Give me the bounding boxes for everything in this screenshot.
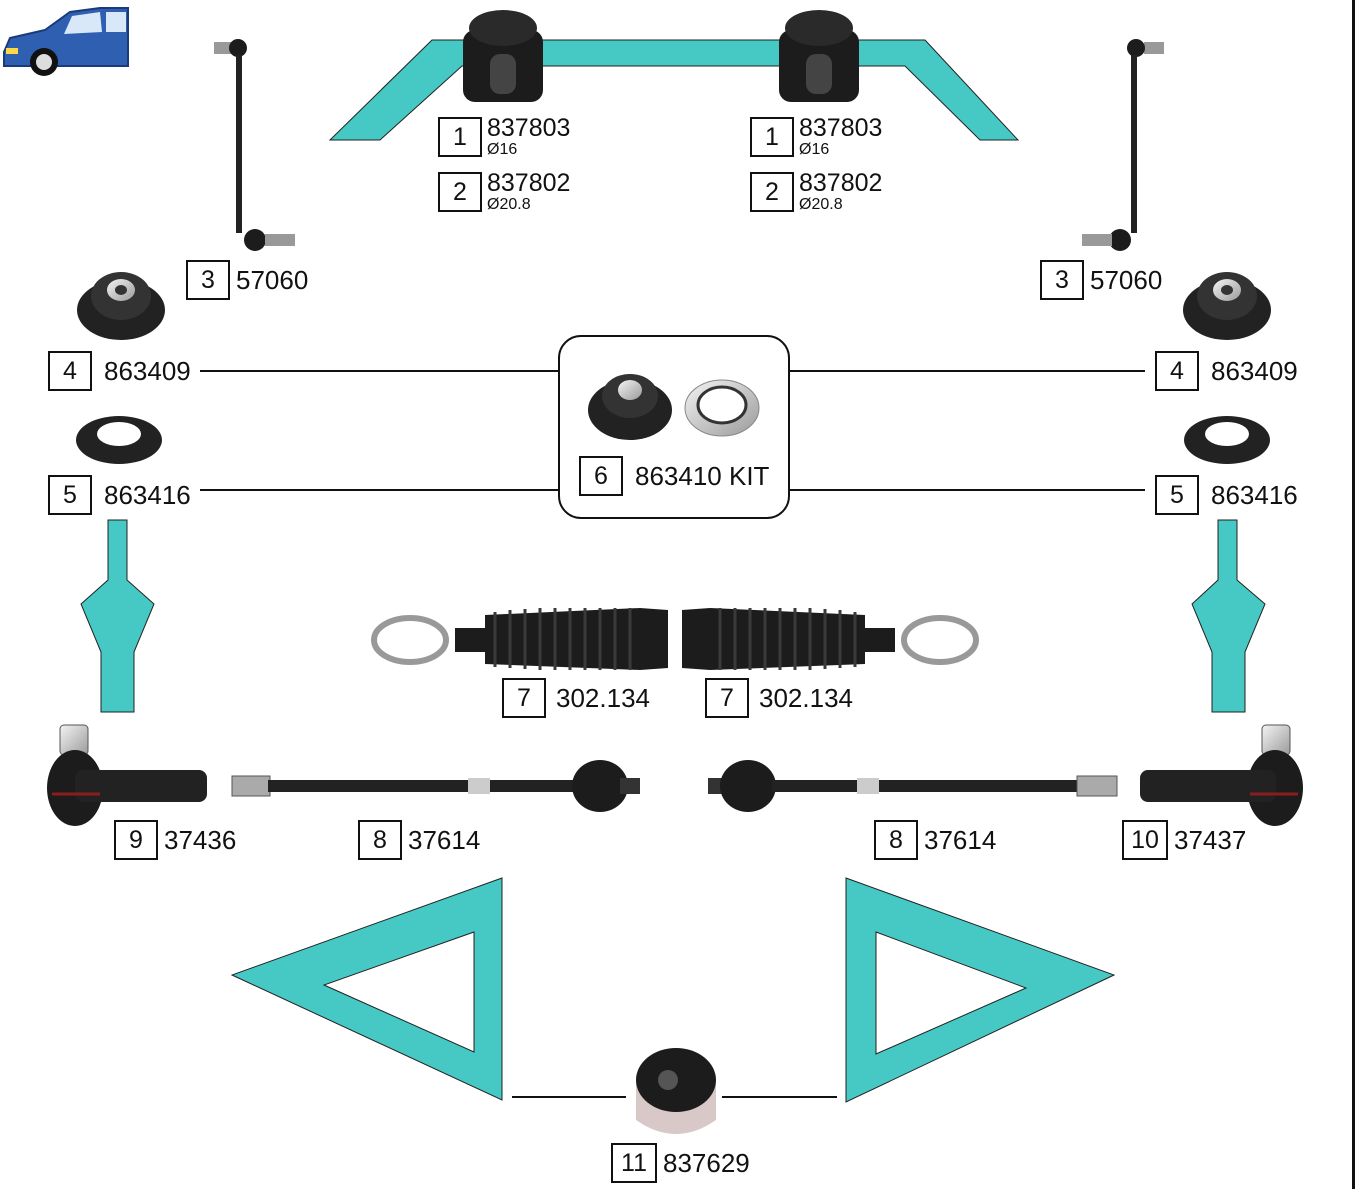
part-size: Ø20.8 bbox=[487, 196, 531, 213]
part-code: 863409 bbox=[1211, 355, 1298, 386]
stabilizer-bushing-right bbox=[779, 10, 859, 102]
label-arm-bushing: 11 837629 bbox=[611, 1143, 750, 1183]
part-code: 302.134 bbox=[759, 682, 853, 713]
part-number-box: 8 bbox=[358, 820, 402, 860]
part-number-box: 9 bbox=[114, 820, 158, 860]
control-arm-right bbox=[845, 877, 1116, 1103]
label-bearing-right: 5 863416 bbox=[1155, 475, 1298, 515]
steering-boot-right bbox=[682, 608, 979, 670]
label-tie-end-right: 10 37437 bbox=[1122, 820, 1246, 860]
part-code: 837803 bbox=[799, 114, 883, 142]
part-number-box: 8 bbox=[874, 820, 918, 860]
part-code: 837803 bbox=[487, 114, 571, 142]
car-icon bbox=[3, 7, 129, 76]
arrow-down-right bbox=[1191, 519, 1266, 713]
label-tie-end-left: 9 37436 bbox=[114, 820, 236, 860]
part-size: Ø20.8 bbox=[799, 196, 843, 213]
part-number-box: 1 bbox=[438, 117, 482, 157]
part-code: 302.134 bbox=[556, 682, 650, 713]
control-arm-left bbox=[230, 877, 503, 1101]
part-number-box: 5 bbox=[1155, 475, 1199, 515]
label-boot-right: 7 302.134 bbox=[705, 678, 853, 718]
label-mount-left: 4 863409 bbox=[48, 351, 191, 391]
label-link-right: 3 57060 bbox=[1040, 260, 1162, 300]
steering-boot-left bbox=[371, 608, 668, 670]
part-number-box: 7 bbox=[502, 678, 546, 718]
tie-rod-end-right bbox=[1140, 724, 1303, 826]
part-code: 863416 bbox=[104, 479, 191, 510]
kit-mount bbox=[588, 374, 672, 440]
tie-rod-end-left bbox=[47, 724, 207, 826]
label-mount-right: 4 863409 bbox=[1155, 351, 1298, 391]
part-code: 863409 bbox=[104, 355, 191, 386]
label-link-left: 3 57060 bbox=[186, 260, 308, 300]
part-number-box: 11 bbox=[611, 1143, 657, 1183]
stabilizer-link-left bbox=[214, 39, 295, 251]
part-code: 37614 bbox=[408, 824, 481, 855]
part-code: 37436 bbox=[164, 824, 237, 855]
label-rod-right: 8 37614 bbox=[874, 820, 996, 860]
part-code: 837802 bbox=[799, 169, 883, 197]
kit-bearing bbox=[684, 379, 760, 437]
part-number-box: 6 bbox=[579, 456, 623, 496]
arrow-down-left bbox=[80, 519, 155, 713]
label-boot-left: 7 302.134 bbox=[502, 678, 650, 718]
part-number-box: 4 bbox=[48, 351, 92, 391]
part-code: 837802 bbox=[487, 169, 571, 197]
strut-mount-left bbox=[77, 272, 165, 340]
part-number-box: 2 bbox=[438, 172, 482, 212]
strut-mount-right bbox=[1183, 272, 1271, 340]
part-number-box: 7 bbox=[705, 678, 749, 718]
stabilizer-link-right bbox=[1082, 39, 1164, 251]
part-code: 837629 bbox=[663, 1147, 750, 1178]
part-number-box: 2 bbox=[750, 172, 794, 212]
part-number-box: 3 bbox=[186, 260, 230, 300]
part-code: 863416 bbox=[1211, 479, 1298, 510]
right-border bbox=[1352, 0, 1355, 1189]
arm-bushing bbox=[636, 1048, 716, 1134]
label-bearing-left: 5 863416 bbox=[48, 475, 191, 515]
label-rod-left: 8 37614 bbox=[358, 820, 480, 860]
inner-tie-rod-left bbox=[231, 760, 640, 812]
stabilizer-bar bbox=[328, 39, 1020, 141]
part-size: Ø16 bbox=[799, 141, 830, 158]
part-code: 37437 bbox=[1174, 824, 1247, 855]
part-number-box: 10 bbox=[1122, 820, 1168, 860]
part-size: Ø16 bbox=[487, 141, 518, 158]
part-number-box: 1 bbox=[750, 117, 794, 157]
strut-bearing-left bbox=[76, 416, 162, 464]
part-number-box: 4 bbox=[1155, 351, 1199, 391]
part-code: 863410 KIT bbox=[635, 460, 770, 491]
label-kit: 6 863410 KIT bbox=[579, 456, 769, 496]
inner-tie-rod-right bbox=[708, 760, 1118, 812]
stabilizer-bushing-left bbox=[463, 10, 543, 102]
part-code: 57060 bbox=[236, 264, 309, 295]
part-number-box: 3 bbox=[1040, 260, 1084, 300]
part-number-box: 5 bbox=[48, 475, 92, 515]
part-code: 37614 bbox=[924, 824, 997, 855]
strut-bearing-right bbox=[1184, 416, 1270, 464]
part-code: 57060 bbox=[1090, 264, 1163, 295]
